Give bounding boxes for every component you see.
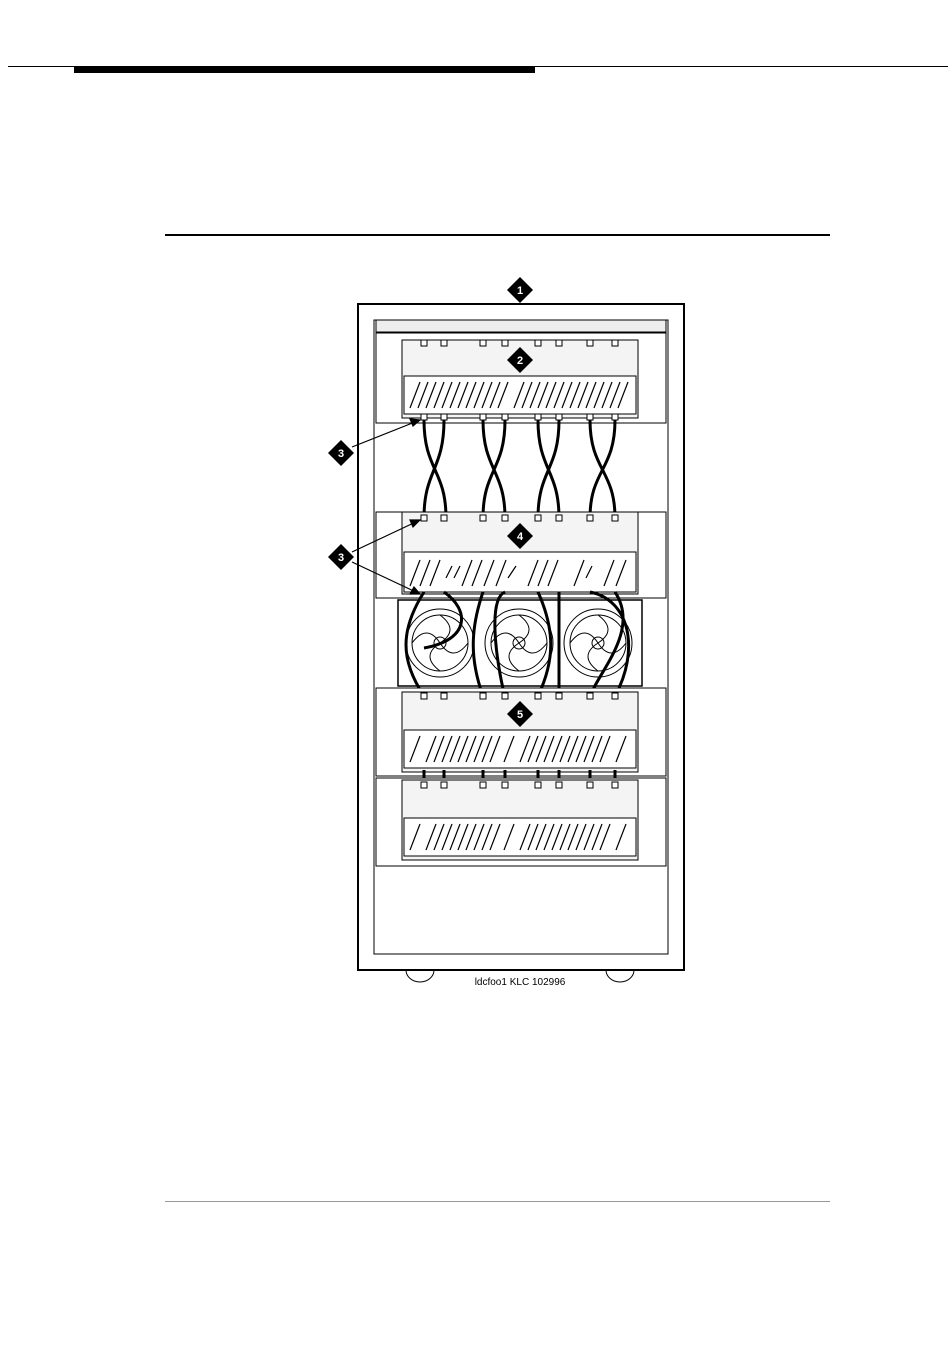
svg-text:5: 5 [517, 709, 523, 721]
svg-text:3: 3 [338, 552, 344, 564]
svg-text:1: 1 [517, 285, 523, 297]
callout-3-lower: 3 [328, 544, 354, 570]
header-bar [74, 66, 535, 73]
cabinet-diagram: 1 2 3 3 4 5 ldcfoo1 KLC 102996 [300, 270, 700, 1000]
figure-caption: ldcfoo1 KLC 102996 [475, 977, 566, 988]
callout-1: 1 [507, 277, 533, 303]
section-rule [165, 234, 830, 236]
svg-text:2: 2 [517, 355, 523, 367]
cabinet-top-trim [376, 320, 666, 332]
svg-text:4: 4 [517, 531, 524, 543]
svg-text:3: 3 [338, 448, 344, 460]
carrier-bottom [376, 778, 666, 866]
fan-assembly [398, 600, 642, 686]
footer-rule [165, 1201, 830, 1202]
carrier-5 [376, 688, 666, 776]
cabinet-foot-left [406, 970, 434, 982]
callout-3-upper: 3 [328, 440, 354, 466]
carrier-top [376, 333, 666, 423]
cabinet-foot-right [606, 970, 634, 982]
